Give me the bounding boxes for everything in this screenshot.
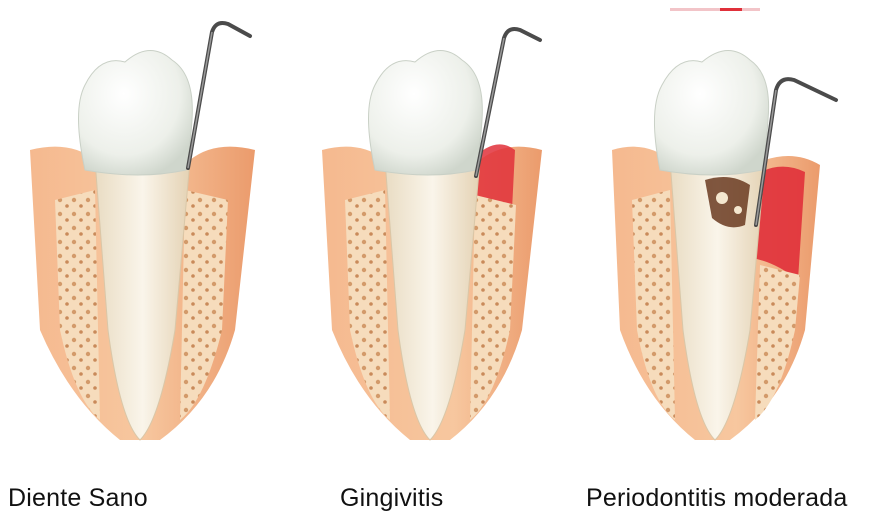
stage-label: Diente Sano (8, 484, 148, 513)
stage-panel-healthy: Diente Sano (0, 0, 290, 524)
alveolar-bone-left (55, 190, 100, 420)
tooth-crown (654, 50, 768, 175)
periodontal-probe-icon (188, 23, 250, 168)
gingivitis-tooth-illustration (290, 0, 580, 470)
alveolar-bone-left (632, 190, 675, 420)
stage-label: Periodontitis moderada (586, 484, 848, 513)
alveolar-bone-left (345, 190, 390, 420)
stage-panel-gingivitis: Gingivitis (290, 0, 580, 524)
top-marker (670, 8, 760, 11)
tooth-crown (79, 50, 193, 175)
periodontitis-tooth-illustration (580, 0, 880, 470)
stage-label: Gingivitis (340, 484, 443, 513)
stage-panel-periodontitis: Periodontitis moderada (580, 0, 880, 524)
alveolar-bone-right (470, 195, 516, 420)
healthy-tooth-illustration (0, 0, 290, 470)
tooth-crown (369, 50, 483, 175)
